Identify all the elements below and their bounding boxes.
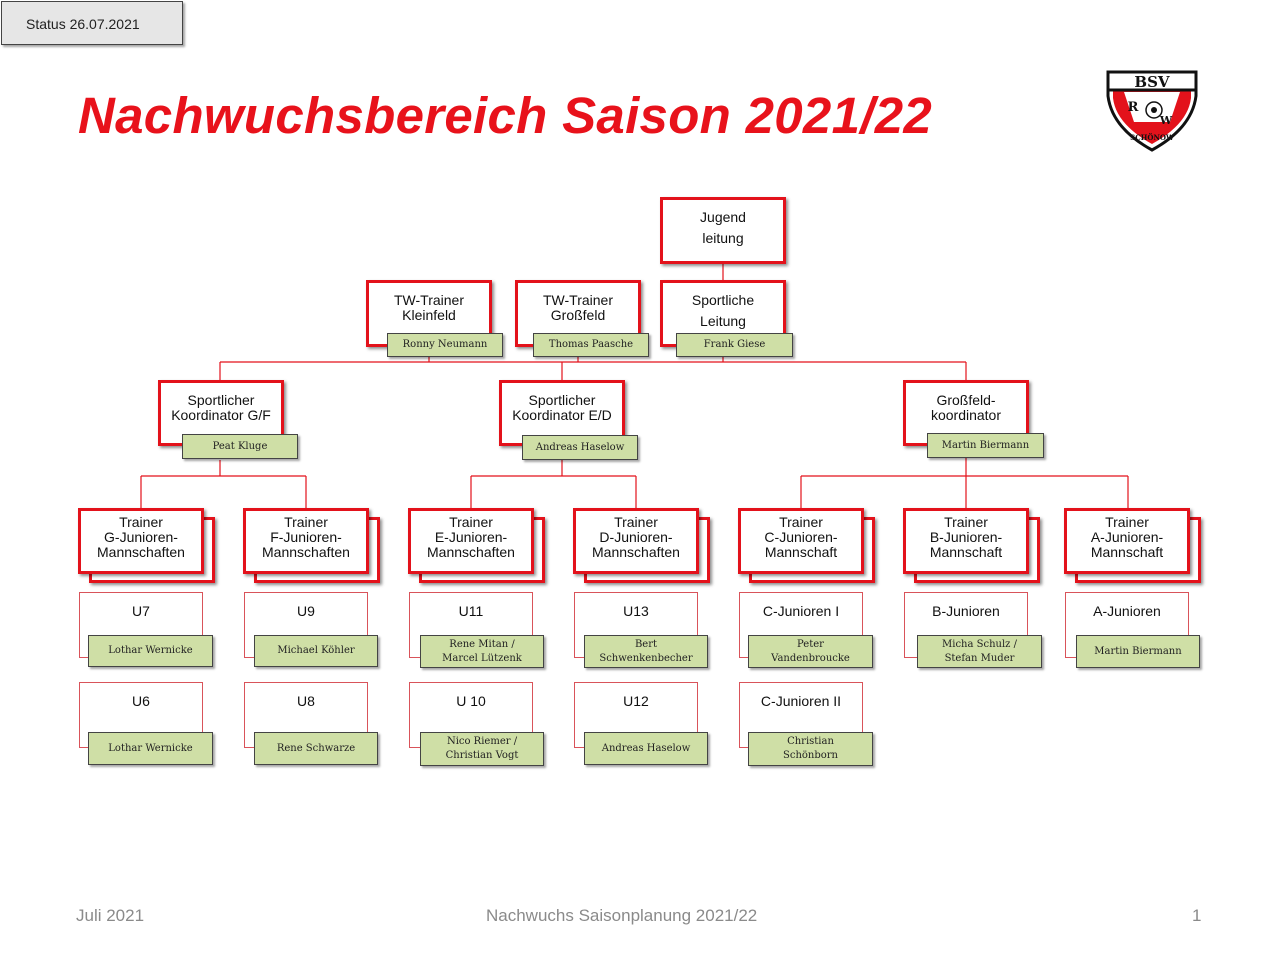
trainer-f-box: Trainer F-Junioren- Mannschaften (243, 508, 369, 574)
team-coach-name: Bert Schwenkenbecher (584, 635, 708, 668)
grossfeld-koordinator-name: Martin Biermann (927, 433, 1044, 458)
trainer-g-box: Trainer G-Junioren- Mannschaften (78, 508, 204, 574)
page-title: Nachwuchsbereich Saison 2021/22 (78, 87, 933, 144)
team-coach-name: Lothar Wernicke (88, 732, 213, 765)
svg-text:W: W (1159, 114, 1173, 127)
team-coach-name: Nico Riemer / Christian Vogt (420, 732, 544, 766)
team-coach-name: Andreas Haselow (584, 732, 708, 765)
koordinator-ed-name: Andreas Haselow (522, 435, 638, 460)
koordinator-gf-name: Peat Kluge (182, 434, 298, 459)
svg-text:R: R (1128, 100, 1139, 115)
club-logo: BSV R W SCHÖNOW (1106, 70, 1198, 152)
status-label: Status 26.07.2021 (1, 1, 183, 45)
team-coach-name: Peter Vandenbroucke (748, 635, 873, 668)
svg-text:SCHÖNOW: SCHÖNOW (1130, 133, 1174, 142)
team-coach-name: Lothar Wernicke (88, 635, 213, 667)
team-coach-name: Micha Schulz / Stefan Muder (917, 635, 1042, 668)
trainer-b-box: Trainer B-Junioren- Mannschaft (903, 508, 1029, 574)
page-number: 1 (1192, 906, 1202, 925)
trainer-d-box: Trainer D-Junioren- Mannschaften (573, 508, 699, 574)
team-coach-name: Martin Biermann (1076, 635, 1200, 668)
footer-title: Nachwuchs Saisonplanung 2021/22 (486, 906, 758, 925)
trainer-e-box: Trainer E-Junioren- Mannschaften (408, 508, 534, 574)
tw-trainer-grossfeld-name: Thomas Paasche (533, 333, 649, 357)
team-coach-name: Rene Mitan / Marcel Lützenk (420, 635, 544, 668)
tw-trainer-kleinfeld-name: Ronny Neumann (387, 333, 503, 357)
trainer-c-box: Trainer C-Junioren- Mannschaft (738, 508, 864, 574)
jugendleitung-box: Jugend leitung (660, 197, 786, 264)
team-coach-name: Christian Schönborn (748, 732, 873, 766)
svg-text:BSV: BSV (1134, 73, 1170, 91)
sportliche-leitung-name: Frank Giese (676, 333, 793, 357)
footer-date: Juli 2021 (76, 906, 145, 925)
team-coach-name: Michael Köhler (254, 635, 378, 667)
trainer-a-box: Trainer A-Junioren- Mannschaft (1064, 508, 1190, 574)
team-coach-name: Rene Schwarze (254, 732, 378, 765)
